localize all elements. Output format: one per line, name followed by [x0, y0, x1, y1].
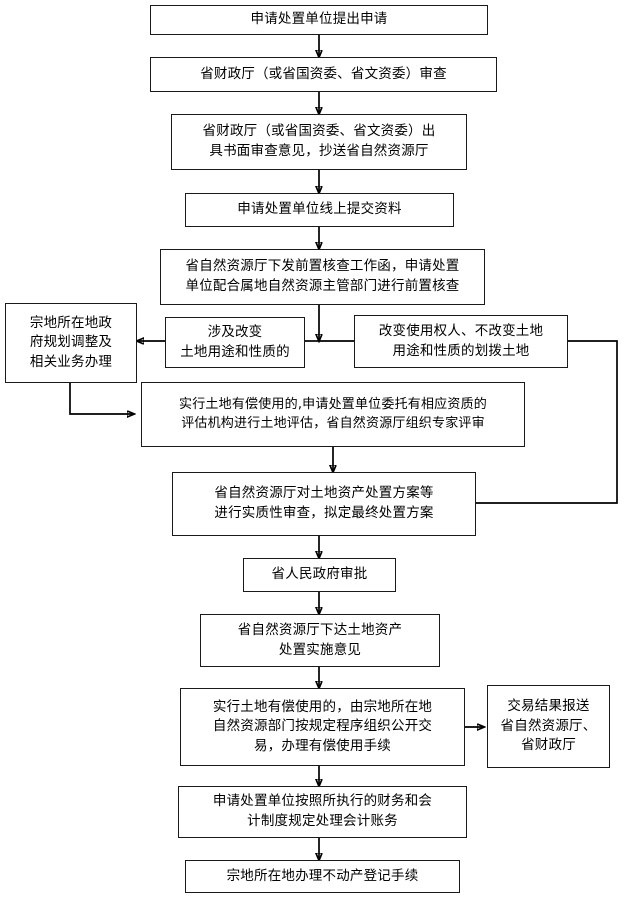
node-written-opinion-label: 省财政厅（或省国资委、省文资委）出 具书面审查意见，抄送省自然资源厅 [202, 123, 436, 159]
node-apply-label: 申请处置单位提出申请 [250, 11, 388, 28]
node-appraisal[interactable]: 实行土地有偿使用的,申请处置单位委托有相应资质的 评估机构进行土地评估，省自然资… [141, 382, 525, 447]
node-branch-change-use-label: 涉及改变 土地用途和性质的 [180, 323, 290, 360]
node-branch-change-holder[interactable]: 改变使用权人、不改变土地 用途和性质的划拨土地 [354, 315, 568, 368]
node-accounting-label: 申请处置单位按照所执行的财务和会 计制度规定处理会计账务 [212, 793, 433, 829]
node-implementation-opinion-label: 省自然资源厅下达土地资产 处置实施意见 [237, 621, 403, 658]
node-substantive-review[interactable]: 省自然资源厅对土地资产处置方案等 进行实质性审查，拟定最终处置方案 [172, 472, 476, 536]
node-substantive-review-label: 省自然资源厅对土地资产处置方案等 进行实质性审查，拟定最终处置方案 [214, 485, 434, 521]
node-report-result[interactable]: 交易结果报送 省自然资源厅、 省财政厅 [487, 685, 610, 768]
node-pre-check[interactable]: 省自然资源厅下发前置核查工作函，申请处置 单位配合属地自然资源主管部门进行前置核… [160, 249, 485, 305]
node-appraisal-label: 实行土地有偿使用的,申请处置单位委托有相应资质的 评估机构进行土地评估，省自然资… [179, 396, 487, 431]
node-planning-adjust-label: 宗地所在地政 府规划调整及 相关业务办理 [29, 314, 113, 370]
node-apply[interactable]: 申请处置单位提出申请 [150, 5, 488, 35]
node-accounting[interactable]: 申请处置单位按照所执行的财务和会 计制度规定处理会计账务 [178, 786, 467, 838]
node-finance-review-label: 省财政厅（或省国资委、省文资委）审查 [200, 65, 447, 82]
node-online-submit[interactable]: 申请处置单位线上提交资料 [185, 193, 454, 227]
node-written-opinion[interactable]: 省财政厅（或省国资委、省文资委）出 具书面审查意见，抄送省自然资源厅 [171, 114, 467, 170]
node-implementation-opinion[interactable]: 省自然资源厅下达土地资产 处置实施意见 [200, 614, 440, 667]
node-online-submit-label: 申请处置单位线上提交资料 [237, 201, 402, 218]
node-finance-review[interactable]: 省财政厅（或省国资委、省文资委）审查 [150, 57, 497, 92]
node-provincial-approval-label: 省人民政府审批 [271, 566, 368, 583]
node-branch-change-holder-label: 改变使用权人、不改变土地 用途和性质的划拨土地 [378, 322, 544, 359]
node-registration-label: 宗地所在地办理不动产登记手续 [226, 867, 419, 884]
node-public-trade-label: 实行土地有偿使用的，由宗地所在地 自然资源部门按规定程序组织公开交 易，办理有偿… [212, 698, 433, 754]
node-registration[interactable]: 宗地所在地办理不动产登记手续 [185, 860, 460, 893]
node-provincial-approval[interactable]: 省人民政府审批 [243, 558, 396, 592]
node-report-result-label: 交易结果报送 省自然资源厅、 省财政厅 [500, 698, 597, 754]
node-branch-change-use[interactable]: 涉及改变 土地用途和性质的 [165, 317, 305, 368]
node-pre-check-label: 省自然资源厅下发前置核查工作函，申请处置 单位配合属地自然资源主管部门进行前置核… [185, 258, 460, 294]
node-public-trade[interactable]: 实行土地有偿使用的，由宗地所在地 自然资源部门按规定程序组织公开交 易，办理有偿… [180, 688, 465, 766]
node-planning-adjust[interactable]: 宗地所在地政 府规划调整及 相关业务办理 [5, 303, 137, 383]
connector-planning-to-appraisal [69, 383, 134, 414]
